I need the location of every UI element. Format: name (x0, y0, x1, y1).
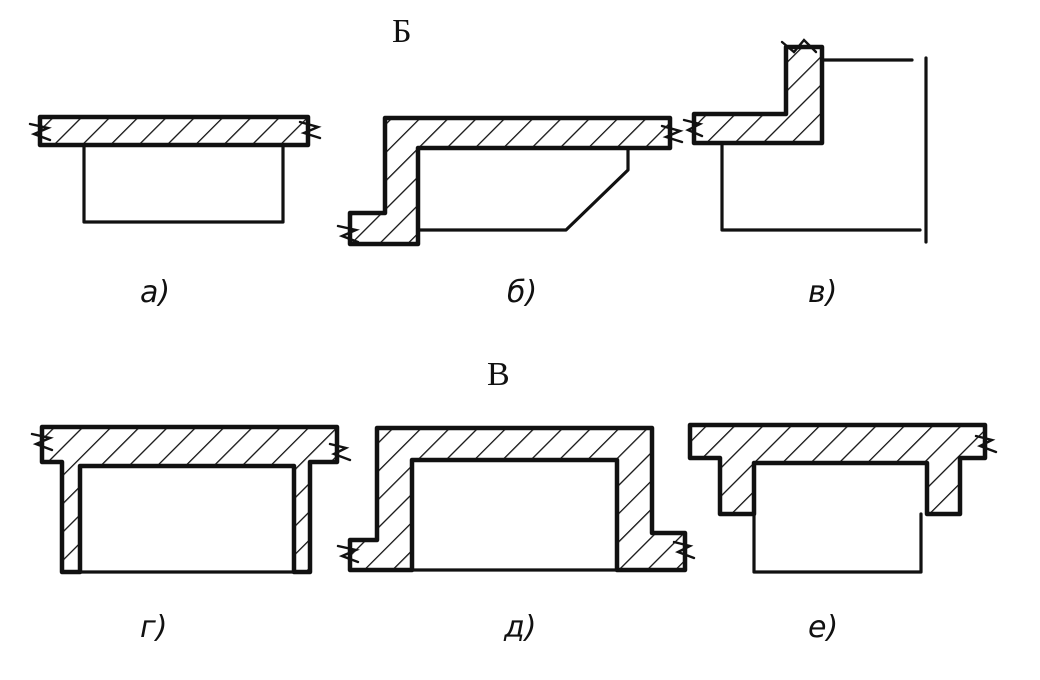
figure-g-break-left (30, 432, 54, 452)
figure-e-break-right (974, 434, 998, 454)
figure-v (682, 38, 928, 244)
caption-e: е) (808, 610, 838, 645)
caption-g: г) (140, 610, 167, 645)
figure-b-section (347, 115, 673, 247)
figure-b-opening (416, 146, 630, 232)
figure-e-opening (752, 512, 923, 574)
figure-d-break-left (336, 544, 360, 564)
figure-v-opening (720, 141, 922, 232)
figure-a-opening (82, 143, 285, 224)
figure-a-break-left (28, 122, 52, 142)
group-heading-b: Б (392, 13, 412, 50)
figure-d-section (347, 425, 688, 573)
figure-e (687, 422, 998, 574)
figure-a-slab (37, 114, 311, 148)
caption-b: б) (507, 275, 537, 310)
figure-a (28, 114, 322, 224)
figure-g-section (39, 424, 340, 575)
figure-b (336, 115, 684, 247)
group-heading-v: В (487, 356, 510, 393)
figure-b-break-right (660, 124, 684, 144)
caption-v: в) (808, 275, 837, 310)
figure-v-break-left (682, 118, 704, 138)
figure-g-break-right (328, 442, 352, 462)
figure-b-break-left (336, 224, 360, 244)
figure-d-break-right (672, 540, 696, 560)
figure-v-break-top (780, 38, 818, 54)
figure-a-break-right (298, 120, 322, 140)
figure-e-section (687, 422, 988, 517)
figure-g (30, 424, 352, 575)
figure-v-section (691, 44, 825, 146)
figure-d (336, 425, 696, 573)
caption-d: д) (503, 610, 536, 645)
caption-a: а) (140, 275, 170, 310)
